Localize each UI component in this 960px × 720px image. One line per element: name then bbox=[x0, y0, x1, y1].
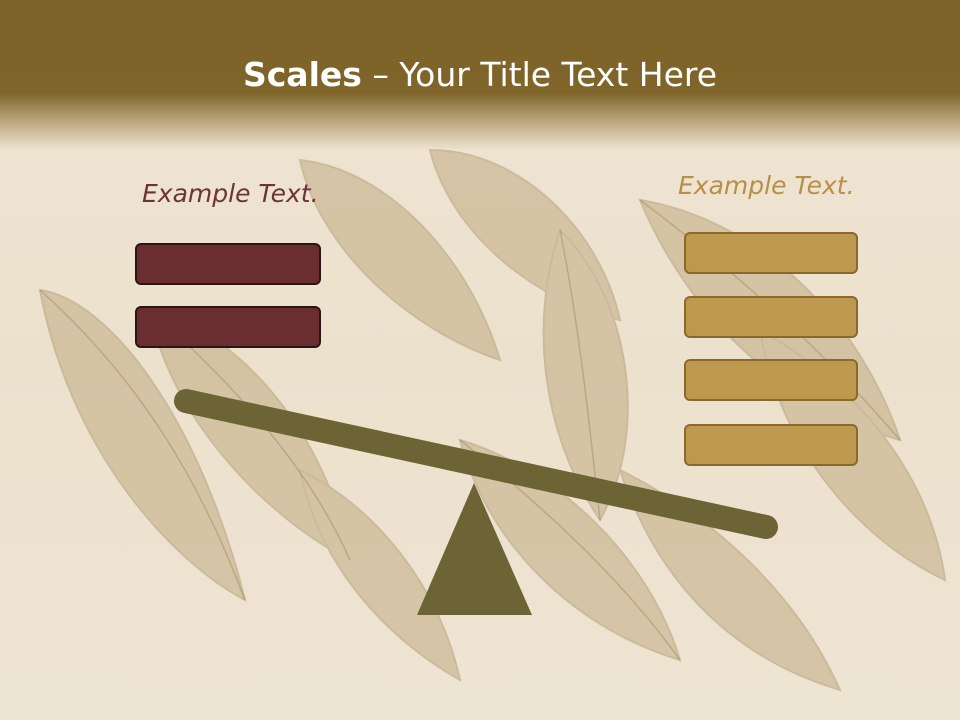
slide-title-rest: – Your Title Text Here bbox=[361, 55, 718, 94]
right-caption: Example Text. bbox=[678, 171, 855, 200]
right-box-4 bbox=[684, 424, 858, 466]
slide-title-strong: Scales bbox=[242, 55, 362, 94]
slide-title: Scales – Your Title Text Here bbox=[0, 52, 960, 98]
left-box-2 bbox=[135, 306, 321, 348]
right-box-1 bbox=[684, 232, 858, 274]
right-box-3 bbox=[684, 359, 858, 401]
left-box-1 bbox=[135, 243, 321, 285]
left-caption: Example Text. bbox=[142, 179, 319, 208]
balance-beam bbox=[174, 389, 778, 539]
title-bar: Scales – Your Title Text Here bbox=[0, 0, 960, 150]
right-box-2 bbox=[684, 296, 858, 338]
fulcrum-triangle bbox=[417, 483, 532, 615]
